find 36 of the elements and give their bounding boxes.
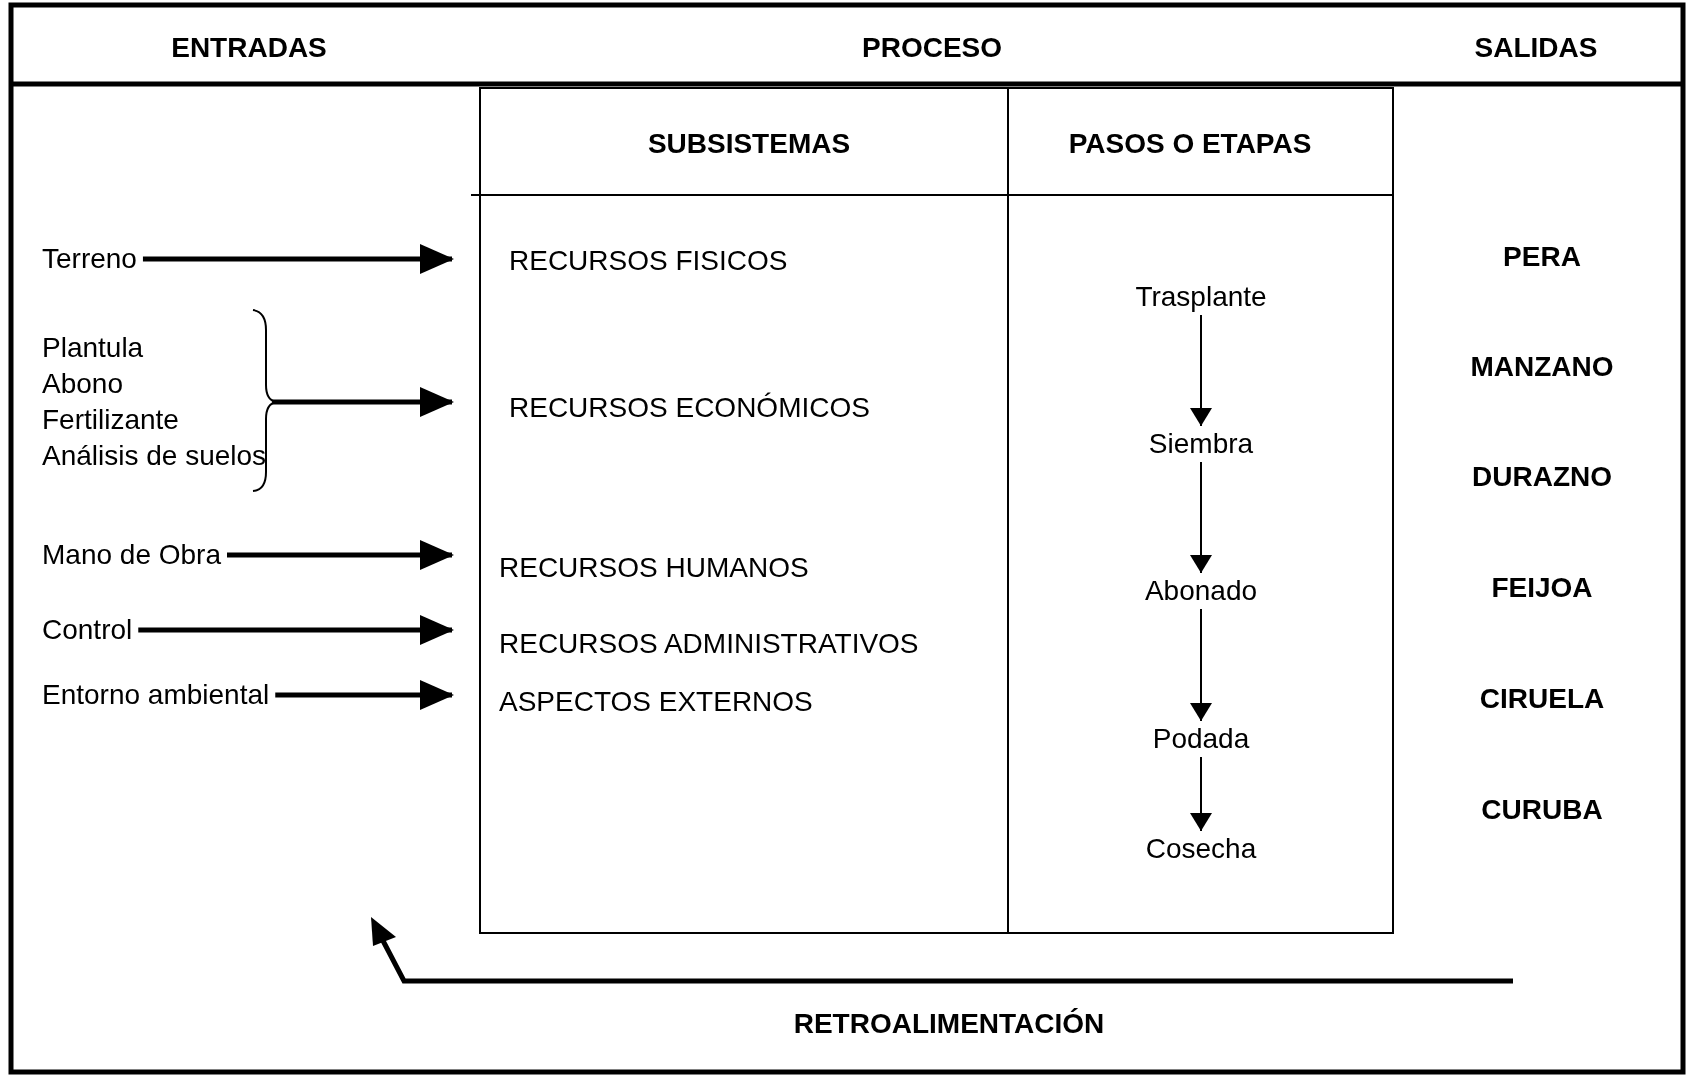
output-label: MANZANO <box>1470 350 1614 384</box>
arrow <box>1190 756 1212 832</box>
step-label: Trasplante <box>1091 279 1311 315</box>
arrow <box>1190 461 1212 574</box>
column-heading: PROCESO <box>862 31 1002 65</box>
output-label: DURAZNO <box>1472 460 1612 494</box>
feedback-label: RETROALIMENTACIÓN <box>793 1007 1105 1041</box>
arrow <box>142 244 454 274</box>
step-label: Cosecha <box>1091 831 1311 867</box>
arrow <box>272 387 454 417</box>
input-label: Mano de Obra <box>42 537 221 573</box>
arrow <box>138 615 454 645</box>
arrow <box>275 680 454 710</box>
arrow <box>1190 314 1212 427</box>
column-heading: PASOS O ETAPAS <box>1068 127 1312 161</box>
subsystem-label: RECURSOS ECONÓMICOS <box>452 388 952 428</box>
column-heading: ENTRADAS <box>171 31 327 65</box>
output-label: CIRUELA <box>1479 682 1605 716</box>
subsystem-label: RECURSOS FISICOS <box>452 241 902 281</box>
input-label: Entorno ambiental <box>42 677 270 713</box>
arrow <box>1190 608 1212 722</box>
input-label: Terreno <box>42 241 137 277</box>
step-label: Abonado <box>1091 573 1311 609</box>
step-label: Siembra <box>1091 426 1311 462</box>
input-label: Plantula Abono Fertilizante Análisis de suelos <box>42 312 267 492</box>
output-label: FEIJOA <box>1491 571 1593 605</box>
output-label: CURUBA <box>1481 793 1603 827</box>
arrow <box>227 540 454 570</box>
input-label: Control <box>42 612 133 648</box>
step-label: Podada <box>1091 721 1311 757</box>
column-heading: SUBSISTEMAS <box>647 127 851 161</box>
subsystem-label: RECURSOS ADMINISTRATIVOS <box>452 624 992 664</box>
column-heading: SALIDAS <box>1474 31 1598 65</box>
subsystem-label: RECURSOS HUMANOS <box>452 548 902 588</box>
subsystem-label: ASPECTOS EXTERNOS <box>452 682 902 722</box>
output-label: PERA <box>1503 240 1581 274</box>
